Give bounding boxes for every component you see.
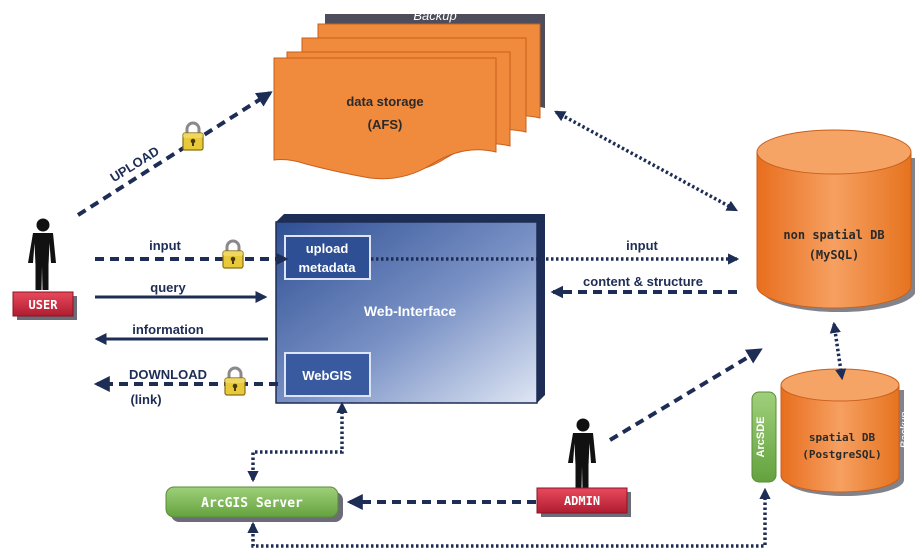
admin-person-icon [568, 418, 596, 490]
arcgis-webgis-arrow [247, 401, 348, 483]
webgis-box [284, 352, 371, 397]
arcsde-label: ArcSDE [755, 417, 767, 458]
input-right-label: input [626, 238, 658, 253]
spatial-db-backup-label: Backup [899, 412, 911, 449]
user-badge [12, 291, 74, 317]
admin-label: ADMIN [564, 494, 600, 508]
storage-db-arrow [554, 110, 738, 212]
storage-backup-label: Backup [413, 8, 456, 23]
input-left-label: input [149, 238, 181, 253]
user-person-icon [28, 218, 56, 290]
upload-metadata-line1: upload [306, 241, 349, 256]
data-storage-stack [273, 14, 545, 180]
download-lock-icon [224, 366, 246, 396]
admin-db-arrow [608, 348, 763, 442]
arcgis-server-label: ArcGIS Server [201, 496, 303, 511]
upload-lock-icon [182, 121, 204, 151]
download-label: DOWNLOAD [129, 367, 207, 382]
storage-subtitle: (AFS) [368, 117, 403, 132]
user-label: USER [29, 298, 59, 312]
web-interface-title: Web-Interface [364, 303, 457, 319]
upload-metadata-box [284, 235, 371, 280]
arcsde-box [751, 391, 777, 483]
storage-title: data storage [346, 94, 423, 109]
nonspatial-db-cylinder [756, 129, 915, 312]
download-sub-label: (link) [130, 392, 161, 407]
spatial-db-cylinder [780, 368, 904, 496]
spatial-db-line1: spatial DB [809, 431, 876, 444]
input-lock-icon [222, 239, 244, 269]
upload-metadata-line2: metadata [298, 260, 356, 275]
spatial-db-line2: (PostgreSQL) [802, 448, 881, 461]
nonspatial-db-line2: (MySQL) [809, 248, 860, 262]
query-label: query [150, 280, 186, 295]
information-label: information [132, 322, 204, 337]
upload-arrow [76, 91, 273, 217]
nonspatial-db-line1: non spatial DB [783, 228, 884, 242]
webgis-label: WebGIS [302, 368, 352, 383]
arcgis-arcsde-arrow [247, 487, 771, 548]
content-structure-label: content & structure [583, 274, 703, 289]
mysql-postgres-arrow [829, 321, 847, 381]
